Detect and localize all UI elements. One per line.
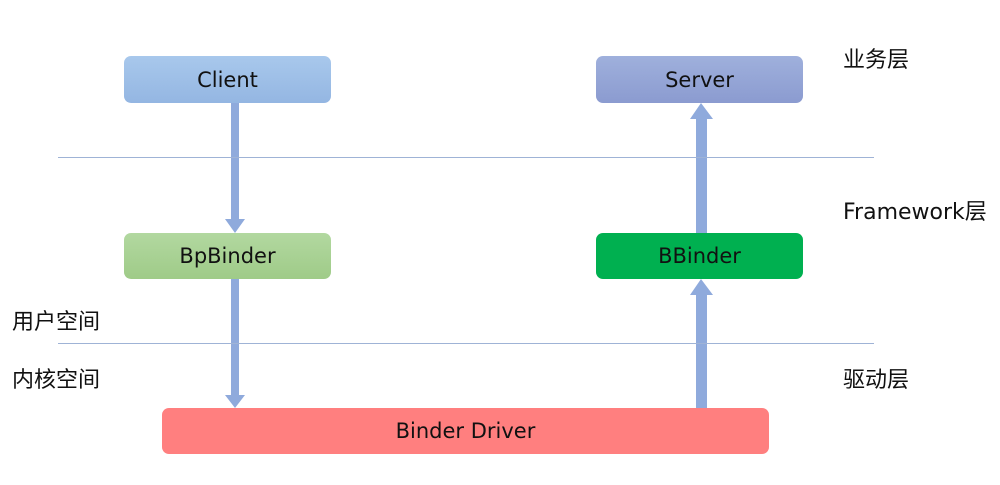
space-label-kernel: 内核空间 xyxy=(12,368,101,393)
arrow-driver-to-bbinder xyxy=(690,279,713,408)
layer-divider-top xyxy=(58,157,874,158)
arrow-bpbinder-to-driver xyxy=(225,279,245,408)
layer-label-driver: 驱动层 xyxy=(843,368,910,393)
server-box: Server xyxy=(596,56,803,103)
client-box: Client xyxy=(124,56,331,103)
binder-driver-box: Binder Driver xyxy=(162,408,769,454)
layer-label-framework: Framework层 xyxy=(843,200,987,225)
layer-divider-bottom xyxy=(58,343,874,344)
layer-label-business: 业务层 xyxy=(843,48,910,73)
bbinder-box: BBinder xyxy=(596,233,803,279)
client-label: Client xyxy=(197,67,258,92)
bbinder-label: BBinder xyxy=(658,244,741,268)
bpbinder-label: BpBinder xyxy=(179,244,276,268)
binder-driver-label: Binder Driver xyxy=(395,419,536,443)
arrow-client-to-bpbinder xyxy=(225,103,245,233)
bpbinder-box: BpBinder xyxy=(124,233,331,279)
server-label: Server xyxy=(665,67,734,92)
arrow-bbinder-to-server xyxy=(690,103,713,233)
space-label-user: 用户空间 xyxy=(12,310,101,335)
